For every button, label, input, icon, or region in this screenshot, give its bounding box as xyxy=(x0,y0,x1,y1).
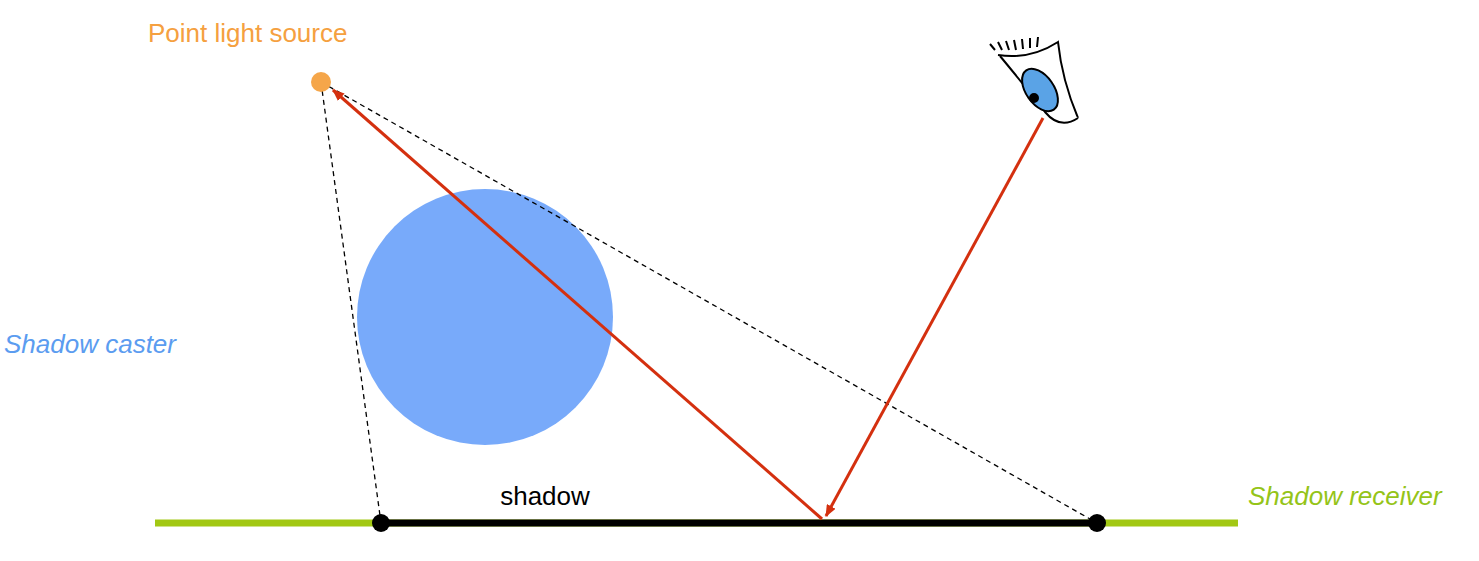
eye-icon xyxy=(990,37,1078,123)
shadow-ray xyxy=(333,90,822,519)
receiver-plane xyxy=(155,520,1238,527)
caster-sphere xyxy=(357,189,613,445)
light-label: Point light source xyxy=(148,18,347,49)
shadow-boundary xyxy=(321,82,381,523)
boundary-dot xyxy=(372,514,390,532)
shadow-region xyxy=(381,520,1097,527)
receiver-label: Shadow receiver xyxy=(1248,481,1442,512)
shadow-label: shadow xyxy=(500,481,590,512)
caster-label: Shadow caster xyxy=(4,329,176,360)
boundary-dot xyxy=(1088,514,1106,532)
view-ray xyxy=(826,118,1043,516)
light-dot xyxy=(311,72,331,92)
shadow-boundary xyxy=(321,82,1097,523)
